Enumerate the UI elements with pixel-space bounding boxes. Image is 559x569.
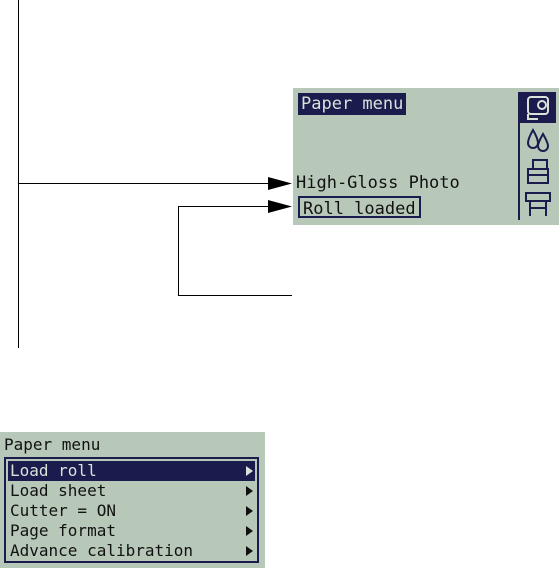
paper-menu-list: Load roll Load sheet Cutter = ON Page fo… <box>4 457 259 563</box>
menu-title: Paper menu <box>298 93 406 115</box>
submenu-arrow-icon <box>246 506 253 516</box>
menu-item-cutter[interactable]: Cutter = ON <box>8 501 255 521</box>
roll-status-label: Roll loaded <box>298 196 421 218</box>
ink-drops-icon[interactable] <box>520 124 556 155</box>
menu-item-label: Load sheet <box>10 481 106 500</box>
menu-item-load-sheet[interactable]: Load sheet <box>8 481 255 501</box>
menu-item-label: Cutter = ON <box>10 501 116 520</box>
menu-item-label: Advance calibration <box>10 541 193 560</box>
menu-item-label: Load roll <box>10 461 97 480</box>
submenu-arrow-icon <box>246 486 253 496</box>
plotter-icon[interactable] <box>520 188 556 219</box>
paper-roll-icon[interactable] <box>520 92 556 123</box>
menu-icon-strip <box>518 92 556 220</box>
menu-item-advance-calibration[interactable]: Advance calibration <box>8 541 255 561</box>
menu-item-label: Page format <box>10 521 116 540</box>
paper-type-label: High-Gloss Photo <box>296 173 460 193</box>
front-panel-display: Paper menu High-Gloss Photo Roll loaded <box>293 88 559 225</box>
submenu-arrow-icon <box>246 546 253 556</box>
paper-menu-display: Paper menu Load roll Load sheet Cutter =… <box>0 432 265 568</box>
submenu-arrow-icon <box>246 466 253 476</box>
printer-paper-icon[interactable] <box>520 156 556 187</box>
status-arrowhead <box>268 200 292 213</box>
menu-item-page-format[interactable]: Page format <box>8 521 255 541</box>
submenu-arrow-icon <box>246 526 253 536</box>
menu-item-load-roll[interactable]: Load roll <box>8 461 255 481</box>
paper-type-arrowhead <box>268 177 292 190</box>
menu-title: Paper menu <box>4 435 100 455</box>
